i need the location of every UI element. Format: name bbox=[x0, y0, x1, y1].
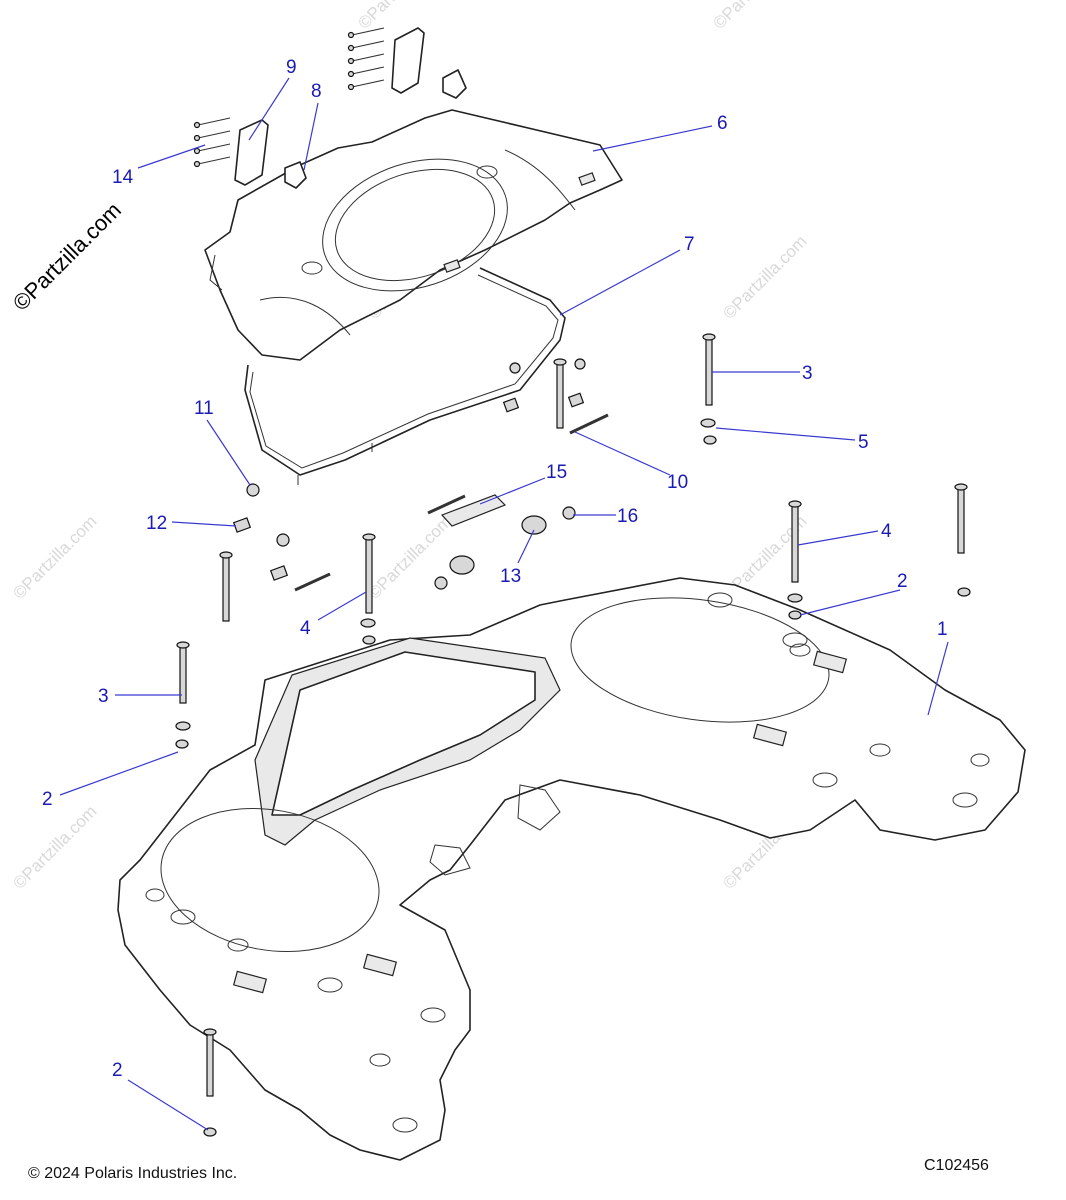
part-14-screws bbox=[193, 27, 385, 168]
callout-2: 2 bbox=[42, 789, 53, 810]
part-3-bolt bbox=[176, 333, 716, 704]
diagram-code: C102456 bbox=[924, 1157, 989, 1174]
part-11-fastener bbox=[246, 358, 586, 590]
watermark-main: ©Partzilla.com bbox=[8, 197, 126, 315]
part-15-label bbox=[440, 494, 507, 527]
callout-4: 4 bbox=[300, 618, 311, 639]
callout-4: 4 bbox=[881, 521, 892, 542]
callout-13: 13 bbox=[500, 566, 521, 587]
part-12-clip-nut bbox=[232, 392, 585, 581]
callout-9: 9 bbox=[286, 57, 297, 78]
callout-3: 3 bbox=[802, 363, 813, 384]
watermark-faint: ©Partzilla.com bbox=[354, 0, 445, 33]
callout-15: 15 bbox=[546, 462, 567, 483]
callout-3: 3 bbox=[98, 686, 109, 707]
part-8-clip bbox=[284, 69, 467, 189]
callout-16: 16 bbox=[617, 506, 638, 527]
part-5-washer bbox=[175, 418, 971, 1137]
callout-labels: 1 2 2 2 3 3 4 4 5 6 7 8 9 10 11 12 13 14… bbox=[42, 57, 948, 1081]
callout-2: 2 bbox=[897, 571, 908, 592]
part-1-rack-base bbox=[117, 577, 1026, 1161]
callout-11: 11 bbox=[194, 398, 214, 419]
callout-8: 8 bbox=[311, 81, 322, 102]
callout-5: 5 bbox=[858, 432, 869, 453]
copyright-text: © 2024 Polaris Industries Inc. bbox=[28, 1165, 238, 1182]
callout-14: 14 bbox=[112, 167, 134, 188]
callout-2: 2 bbox=[112, 1060, 123, 1081]
part-6-rack-plate bbox=[204, 109, 623, 361]
callout-6: 6 bbox=[717, 113, 728, 134]
watermark-faint: ©Partzilla.com bbox=[9, 512, 100, 603]
callout-10: 10 bbox=[667, 472, 688, 493]
part-7-rail bbox=[244, 267, 566, 485]
callout-12: 12 bbox=[146, 513, 167, 534]
part-9-bracket bbox=[234, 27, 425, 186]
watermark-faint: ©Partzilla.com bbox=[9, 802, 100, 893]
callout-7: 7 bbox=[684, 234, 695, 255]
leader-lines bbox=[59, 77, 949, 1131]
part-10-pin bbox=[294, 413, 609, 592]
part-4-bolt bbox=[203, 358, 968, 1097]
watermark-faint: ©Partzilla.com bbox=[709, 0, 800, 33]
callout-1: 1 bbox=[937, 619, 948, 640]
hardware bbox=[175, 27, 971, 1137]
part-13-grommet bbox=[449, 515, 547, 575]
watermark-faint: ©Partzilla.com bbox=[719, 232, 810, 323]
